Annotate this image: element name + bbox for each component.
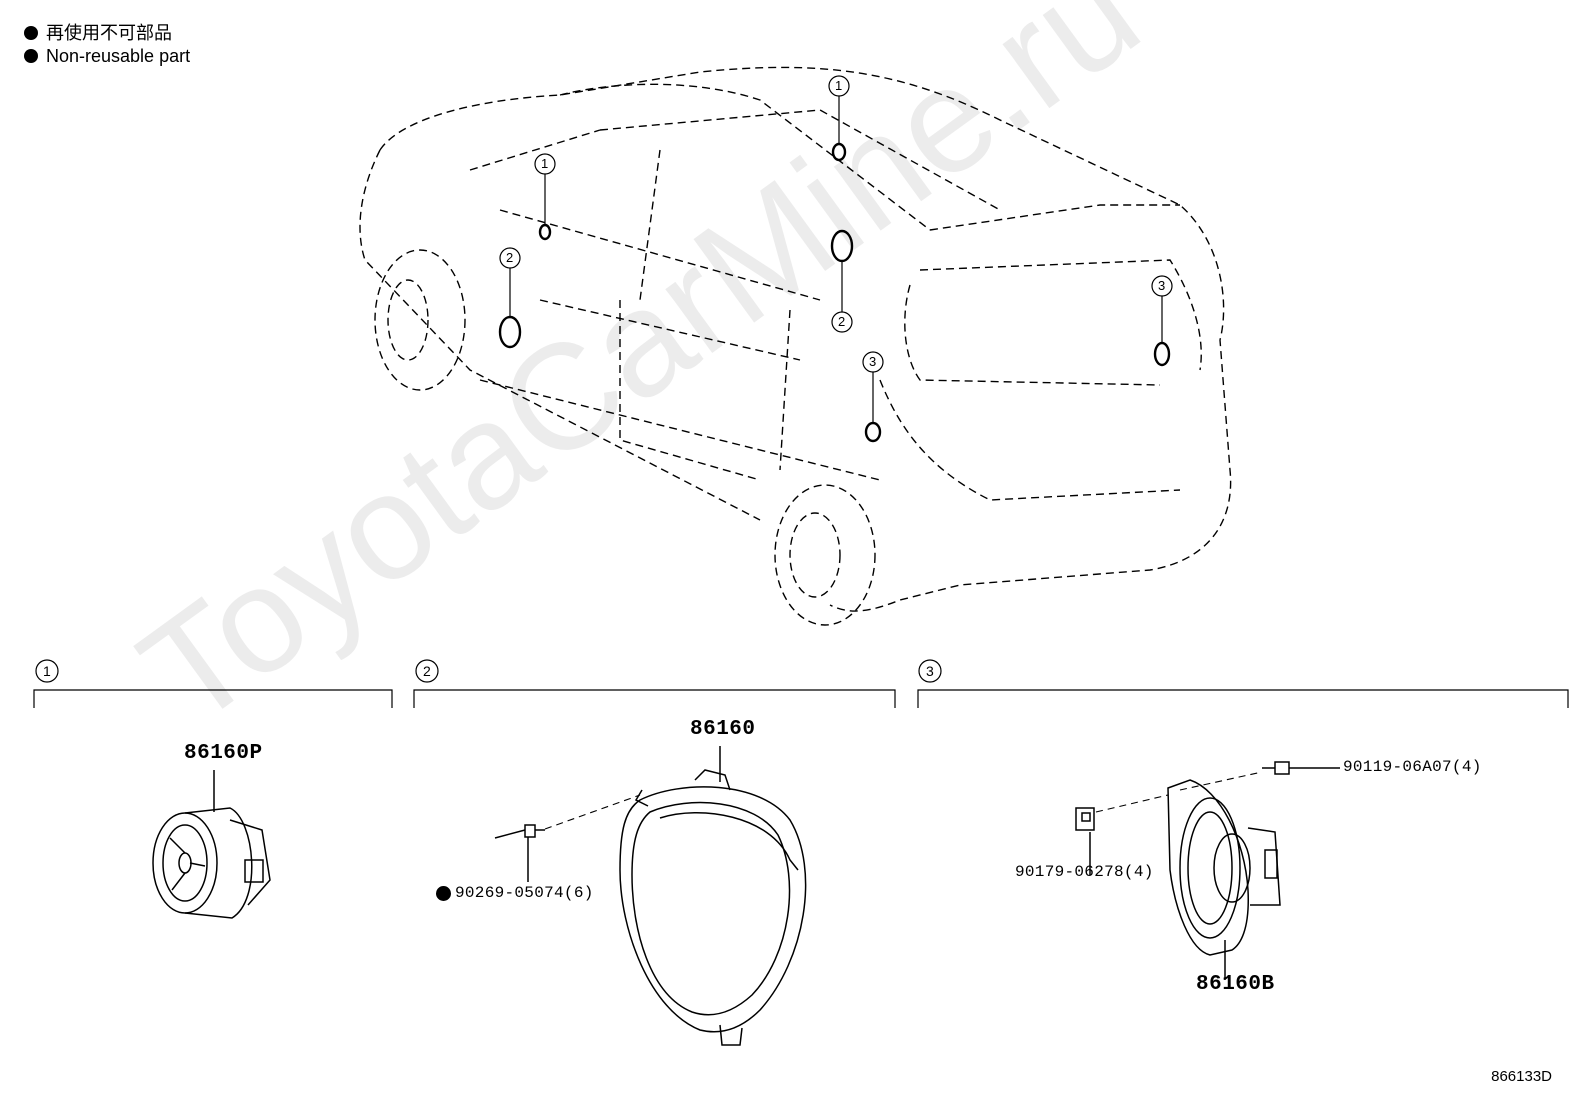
legend-text-ja: 再使用不可部品 <box>46 23 172 43</box>
speaker-location-2-front-right <box>830 229 854 263</box>
part-label-90119-06A07[interactable]: 90119-06A07(4) <box>1343 758 1482 776</box>
part-label-90179-06278[interactable]: 90179-06278(4) <box>1015 863 1154 881</box>
filled-circle-icon <box>24 26 38 40</box>
document-code: 866133D <box>1491 1068 1552 1085</box>
legend-text-en: Non-reusable part <box>46 46 191 66</box>
callout-2-front-right: 2 <box>838 314 846 329</box>
speaker-86160P-drawing <box>152 770 271 919</box>
speaker-location-2-front-left <box>498 315 522 349</box>
callout-1-front-right: 1 <box>835 78 843 93</box>
vehicle-outline <box>359 66 1232 612</box>
part-label-90269-row: 90269-05074(6) <box>436 884 594 902</box>
part-label-90269-05074[interactable]: 90269-05074(6) <box>455 884 594 902</box>
group-2-label: 2 <box>423 663 431 679</box>
speaker-location-1-front-right <box>831 142 847 162</box>
speaker-86160B-drawing <box>1075 761 1340 980</box>
callout-3-rear-left: 3 <box>869 354 877 369</box>
part-label-86160P[interactable]: 86160P <box>184 742 263 765</box>
non-reusable-icon <box>436 885 451 901</box>
callout-bubbles <box>35 75 1173 683</box>
callout-3-rear-right: 3 <box>1158 278 1166 293</box>
front-wheel <box>374 249 466 391</box>
group-3-label: 3 <box>926 663 934 679</box>
group-1-label: 1 <box>43 663 51 679</box>
speaker-location-3-rear-right <box>1153 341 1171 367</box>
rear-wheel <box>774 484 876 626</box>
callout-2-front-left: 2 <box>506 250 514 265</box>
legend-non-reusable-en: Non-reusable part <box>24 45 190 67</box>
callout-1-front-left: 1 <box>541 156 549 171</box>
speaker-86160-drawing <box>619 746 807 1046</box>
filled-circle-icon <box>24 49 38 63</box>
legend-non-reusable-ja: 再使用不可部品 <box>24 22 172 44</box>
part-label-86160B[interactable]: 86160B <box>1196 973 1275 996</box>
speaker-location-1-front-left <box>538 223 552 241</box>
part-label-86160[interactable]: 86160 <box>690 718 756 741</box>
group-brackets <box>33 689 1569 708</box>
rivet-90269-drawing <box>494 794 641 882</box>
speaker-location-3-rear-left <box>864 421 882 443</box>
